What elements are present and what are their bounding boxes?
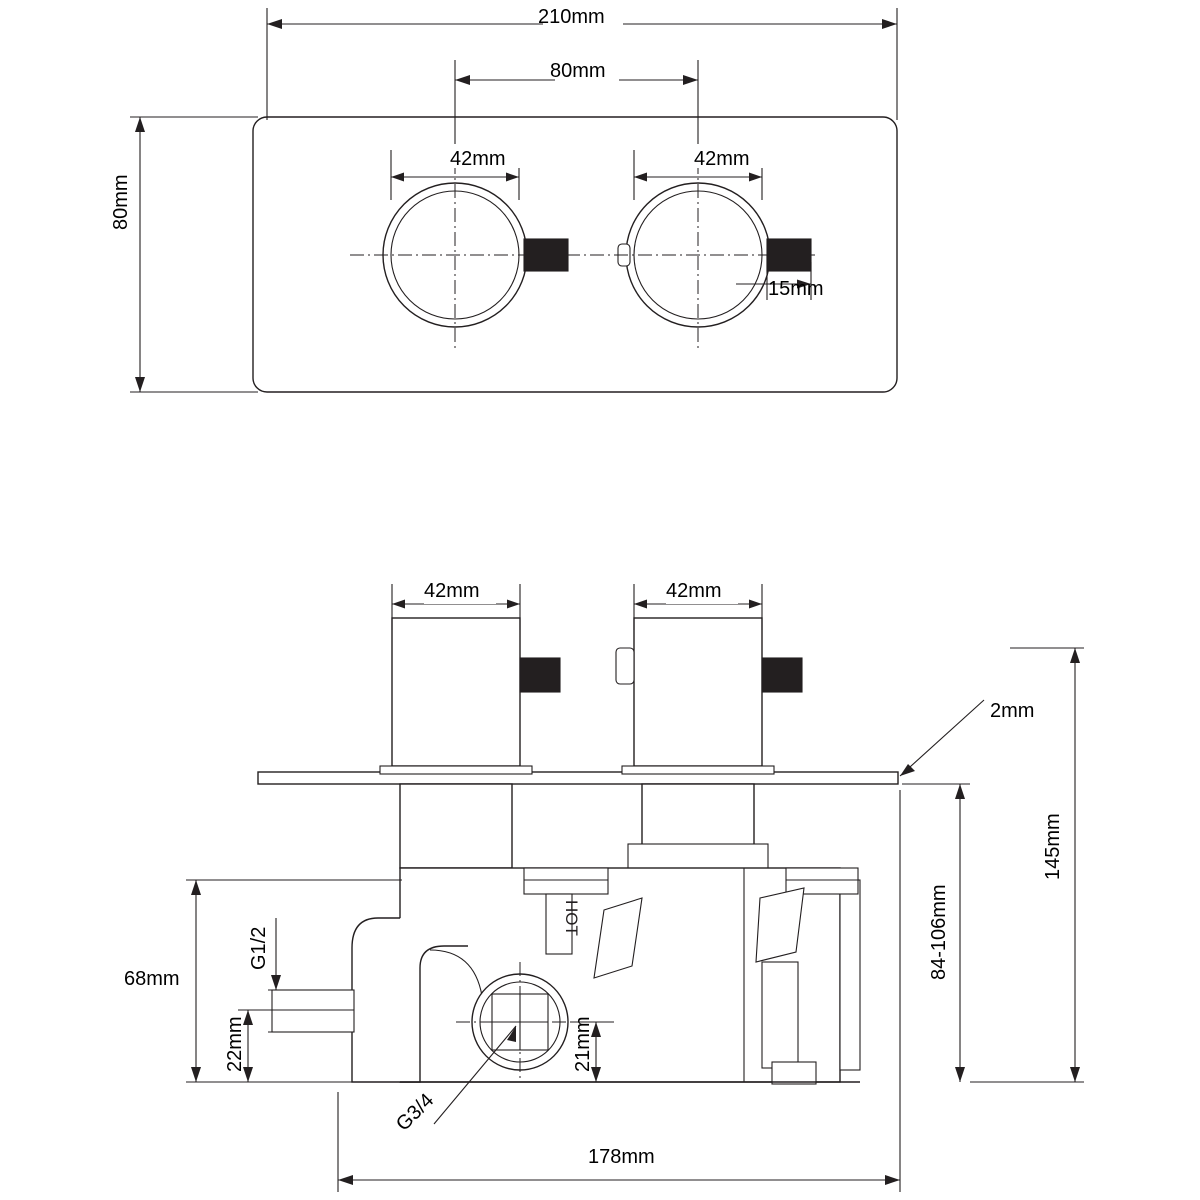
arrow-21-top	[591, 1022, 601, 1037]
label-178mm: 178mm	[588, 1146, 655, 1168]
leader-2mm	[899, 699, 985, 777]
side-right-nub	[615, 647, 635, 685]
arrow-80c-right	[683, 75, 698, 85]
side-right-lever-outline	[761, 657, 803, 693]
diverter-flap-right	[755, 887, 805, 963]
arrow-84106-bottom	[955, 1067, 965, 1082]
label-22mm: 22mm	[224, 1016, 246, 1072]
arrow-68-bottom	[191, 1067, 201, 1082]
side-left-lever	[520, 658, 560, 692]
label-68mm: 68mm	[124, 968, 180, 990]
left-spindle-tube	[399, 783, 513, 869]
label-210mm: 210mm	[538, 6, 605, 28]
arrow-145-bottom	[1070, 1067, 1080, 1082]
arrow-s42l-right	[507, 599, 520, 609]
label-42mm-side-right: 42mm	[666, 580, 722, 602]
arrow-210-right	[882, 19, 897, 29]
label-backgrounds	[424, 6, 767, 604]
arrow-42r-left	[634, 172, 647, 182]
front-view-group	[130, 8, 898, 393]
arrow-210-left	[267, 19, 282, 29]
arrow-g12	[271, 975, 281, 990]
arrow-s42r-right	[749, 599, 762, 609]
arrow-42l-right	[506, 172, 519, 182]
label-80mm-height: 80mm	[110, 174, 132, 230]
arrow-80c-left	[455, 75, 470, 85]
arrow-2mm	[900, 764, 915, 776]
side-left-control-body	[391, 617, 521, 767]
leader-g34	[433, 1025, 517, 1125]
hot-label-block	[545, 893, 573, 955]
side-right-control-body	[633, 617, 763, 767]
label-42mm-side-left: 42mm	[424, 580, 480, 602]
arrow-g34	[507, 1026, 516, 1042]
hot-label-text: HOT	[562, 900, 581, 936]
cartridge-top-left	[523, 867, 609, 895]
side-view-group: HOT	[186, 584, 1084, 1192]
side-left-lever-outline	[519, 657, 561, 693]
arrow-84106-top	[955, 784, 965, 799]
label-21mm: 21mm	[572, 1016, 594, 1072]
arrow-145-top	[1070, 648, 1080, 663]
arrow-80h-top	[135, 117, 145, 132]
label-42mm-front-right: 42mm	[694, 148, 750, 170]
arrow-42l-left	[391, 172, 404, 182]
right-collar	[621, 765, 775, 775]
label-145mm: 145mm	[1042, 813, 1064, 880]
label-84-106mm: 84-106mm	[928, 884, 950, 980]
arrow-178-left	[338, 1175, 353, 1185]
label-42mm-front-left: 42mm	[450, 148, 506, 170]
arrow-42r-right	[749, 172, 762, 182]
label-15mm: 15mm	[768, 278, 824, 300]
inner-curve-detail	[429, 949, 483, 997]
label-80mm-centres: 80mm	[550, 60, 606, 82]
arrow-s42r-left	[634, 599, 647, 609]
arrow-22-top	[243, 1010, 253, 1025]
arrow-178-right	[885, 1175, 900, 1185]
arrow-21-bottom	[591, 1067, 601, 1082]
diverter-flap-left	[593, 897, 643, 979]
arrow-80h-bottom	[135, 377, 145, 392]
right-foot	[771, 1061, 817, 1085]
side-right-lever	[762, 658, 802, 692]
arrow-15	[797, 279, 811, 289]
label-g12: G1/2	[248, 926, 270, 970]
left-collar	[379, 765, 533, 775]
arrow-22-bottom	[243, 1067, 253, 1082]
arrow-68-top	[191, 880, 201, 895]
right-internal-column	[761, 961, 799, 1069]
valve-body-right-edge	[839, 879, 861, 1071]
arrow-s42l-left	[392, 599, 405, 609]
wall-plate	[257, 771, 899, 785]
label-2mm: 2mm	[990, 700, 1035, 722]
inlet-connector	[271, 989, 355, 1033]
